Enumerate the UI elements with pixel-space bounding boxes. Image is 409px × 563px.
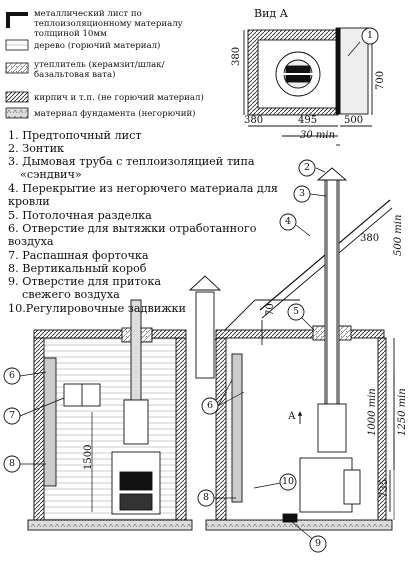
callout-4: 4 xyxy=(285,216,292,227)
legend-brick: кирпич и т.п. (не горючий материал) xyxy=(34,93,204,103)
item-5: 5. Потолочная разделка xyxy=(8,209,152,222)
dim-view-700: 700 xyxy=(375,70,386,90)
callout-8-left: 8 xyxy=(9,458,16,469)
item-9-cont: свежего воздуха xyxy=(22,288,120,301)
item-6: 6. Отверстие для вытяжки отработанного xyxy=(8,222,257,235)
item-9: 9. Отверстие для притока xyxy=(8,275,162,288)
callout-7: 7 xyxy=(9,410,16,421)
legend-metal-line3: толщиной 10мм xyxy=(34,29,107,39)
dim-1250min: 1250 min xyxy=(397,388,408,436)
callout-6-left: 6 xyxy=(9,370,16,381)
legend-insulation-line1: утеплитель (керамзит/шлак/ xyxy=(34,60,165,70)
legend-metal-line1: металлический лист по xyxy=(34,9,142,19)
dim-view-380b: 380 xyxy=(244,115,264,126)
callout-9: 9 xyxy=(315,538,322,549)
dim-view-495: 495 xyxy=(298,115,318,126)
dim-735: 735 xyxy=(379,478,390,498)
dim-view-500: 500 xyxy=(344,115,364,126)
item-4-cont: кровли xyxy=(8,195,50,208)
callout-8-right: 8 xyxy=(203,492,210,503)
item-10: 10.Регулировочные задвижки xyxy=(8,302,186,315)
item-3-cont: «сэндвич» xyxy=(20,168,82,181)
item-7: 7. Распашная форточка xyxy=(8,249,149,262)
callout-3: 3 xyxy=(299,188,306,199)
interior-section xyxy=(27,299,193,531)
callout-2: 2 xyxy=(304,162,311,173)
dim-view-380: 380 xyxy=(231,46,242,66)
callout-10: 10 xyxy=(282,476,295,487)
callout-1: 1 xyxy=(367,30,374,41)
item-1: 1. Предтопочный лист xyxy=(8,129,142,142)
dim-1000min: 1000 min xyxy=(367,388,378,436)
item-3: 3. Дымовая труба с теплоизоляцией типа xyxy=(8,155,255,168)
view-a-drawing xyxy=(243,27,373,146)
dim-70: 70 xyxy=(265,303,276,316)
callout-6-right: 6 xyxy=(207,400,214,411)
callout-circles xyxy=(3,27,379,553)
legend-swatches xyxy=(5,12,29,119)
dim-view-30min: 30 min xyxy=(300,130,336,141)
legend-metal-line2: теплоизоляционному материалу xyxy=(34,19,183,29)
view-a-title: Вид А xyxy=(254,7,289,20)
dim-roof-500min: 500 min xyxy=(393,214,404,256)
legend-foundation: материал фундамента (негорючий) xyxy=(34,109,196,119)
callout-5: 5 xyxy=(293,306,300,317)
item-4: 4. Перекрытие из негорючего материала дл… xyxy=(8,182,278,195)
dim-1500: 1500 xyxy=(83,444,94,470)
dim-roof-380: 380 xyxy=(360,233,380,244)
item-8: 8. Вертикальный короб xyxy=(8,262,147,275)
arrow-a-label: А xyxy=(288,411,296,422)
legend-wood: дерево (горючий материал) xyxy=(34,41,161,51)
item-6-cont: воздуха xyxy=(8,235,54,248)
item-2: 2. Зонтик xyxy=(8,142,65,155)
side-section xyxy=(188,167,395,531)
legend-insulation-line2: базальтовая вата) xyxy=(34,70,116,80)
